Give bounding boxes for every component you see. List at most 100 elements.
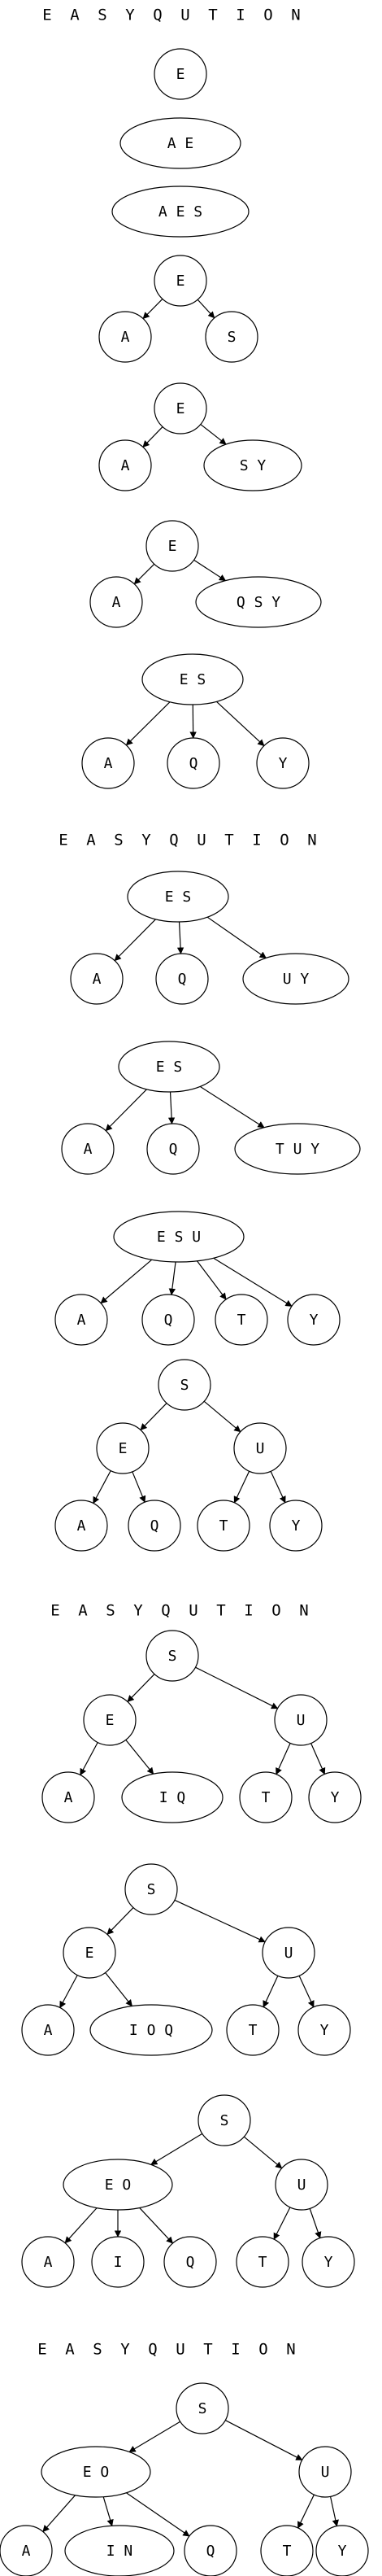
tree-node: T (236, 2236, 289, 2288)
tree-node: S (145, 1630, 199, 1682)
node-keys: T (258, 2254, 267, 2271)
node-keys: Y (310, 1312, 319, 1329)
tree-edge-arrow (263, 1976, 279, 2008)
tree-edge-arrow (42, 2495, 76, 2533)
tree-node: U (274, 1694, 328, 1746)
tree-edges (59, 1899, 315, 2009)
sequence-letter: U (189, 1602, 198, 1620)
node-keys: S (168, 1648, 177, 1665)
sequence-letter: A (78, 1602, 88, 1620)
node-ellipse (96, 1422, 150, 1474)
node-keys: Y (279, 755, 288, 772)
node-ellipse (61, 1123, 115, 1175)
sequence-letter: U (176, 2341, 184, 2359)
node-ellipse (154, 382, 207, 434)
tree-node: I Q (121, 1771, 224, 1823)
node-ellipse (146, 1123, 200, 1175)
node-ellipse (121, 1771, 224, 1823)
tree-node: Q (141, 1294, 195, 1346)
node-ellipse (262, 1927, 315, 1979)
sequence-letter: A (70, 7, 80, 24)
tree-node: I O Q (89, 2004, 213, 2056)
node-keys: S Y (240, 457, 267, 474)
node-ellipse (91, 2236, 145, 2288)
tree-edge-arrow (105, 1972, 132, 2007)
tree-node: A (54, 1294, 108, 1346)
node-keys: S (147, 1881, 156, 1898)
node-keys: A E S (158, 203, 202, 220)
tree-edges (93, 1400, 286, 1504)
node-ellipse (81, 737, 135, 789)
node-keys: E O (83, 2464, 110, 2481)
tree-edge-arrow (102, 2496, 114, 2527)
tree-node: U Y (242, 953, 349, 1005)
tree-node: I (91, 2236, 145, 2288)
tree-edges (142, 424, 227, 448)
tree-edge-arrow (197, 299, 215, 319)
btree-snapshot: A E S (111, 186, 250, 238)
node-ellipse (155, 953, 209, 1005)
tree-edge-arrow (213, 1257, 293, 1307)
sequence-letter: Q (161, 1602, 170, 1620)
node-ellipse (184, 2525, 237, 2576)
tree-edge-arrow (127, 1674, 155, 1703)
node-ellipse (239, 1771, 293, 1823)
node-keys: I N (106, 2543, 133, 2560)
node-keys: U (284, 1945, 293, 1962)
tree-node: T (215, 1294, 268, 1346)
node-ellipse (54, 1294, 108, 1346)
tree-node: A (70, 953, 124, 1005)
node-keys: E (176, 400, 185, 417)
node-ellipse (145, 520, 199, 572)
sequence-letter: I (244, 1602, 253, 1620)
tree-edges (42, 2420, 339, 2537)
tree-edge-arrow (100, 1259, 153, 1304)
node-keys: T (283, 2543, 292, 2560)
node-ellipse (0, 2525, 53, 2576)
node-keys: A (104, 755, 113, 772)
tree-node: T (239, 1771, 293, 1823)
node-ellipse (233, 1422, 287, 1474)
node-keys: E (176, 273, 185, 290)
tree-node: A (41, 1771, 95, 1823)
tree-node: E S U (113, 1211, 245, 1263)
tree-edge-arrow (243, 2136, 283, 2169)
sequence-letter: A (86, 832, 96, 849)
tree-node: S (198, 2094, 251, 2146)
tree-edge-arrow (309, 2208, 322, 2239)
tree-node: Q (167, 737, 220, 789)
node-keys: Y (324, 2254, 333, 2271)
tree-edge-arrow (126, 2492, 190, 2537)
tree-node: E (63, 1927, 116, 1979)
sequence-letter: E (37, 2341, 46, 2359)
node-ellipse (275, 2159, 328, 2211)
tree-edges (80, 1666, 326, 1776)
node-ellipse (63, 1927, 116, 1979)
node-keys: T (237, 1312, 246, 1329)
sequence-letter: N (291, 7, 300, 24)
tree-node: S (158, 1359, 211, 1411)
node-keys: Q (186, 2254, 195, 2271)
tree-edges (100, 1257, 293, 1307)
node-ellipse (128, 1500, 181, 1552)
tree-edges (105, 1085, 265, 1132)
sequence-letter: E (59, 832, 67, 849)
tree-edge-arrow (105, 1089, 147, 1132)
tree-node: Q (184, 2525, 237, 2576)
sequence-letter: E (42, 7, 51, 24)
tree-edge-arrow (298, 1976, 315, 2008)
sequence-letter: O (280, 832, 289, 849)
tree-node: A E (119, 117, 241, 169)
sequence-letter: U (180, 7, 189, 24)
sequence-letter: Q (169, 832, 178, 849)
sequence-letter: S (114, 832, 123, 849)
tree-node: E (154, 48, 207, 100)
node-keys: E (119, 1440, 128, 1457)
node-keys: S (228, 329, 237, 346)
tree-node: S (124, 1863, 178, 1915)
tree-edge-arrow (168, 1261, 176, 1296)
